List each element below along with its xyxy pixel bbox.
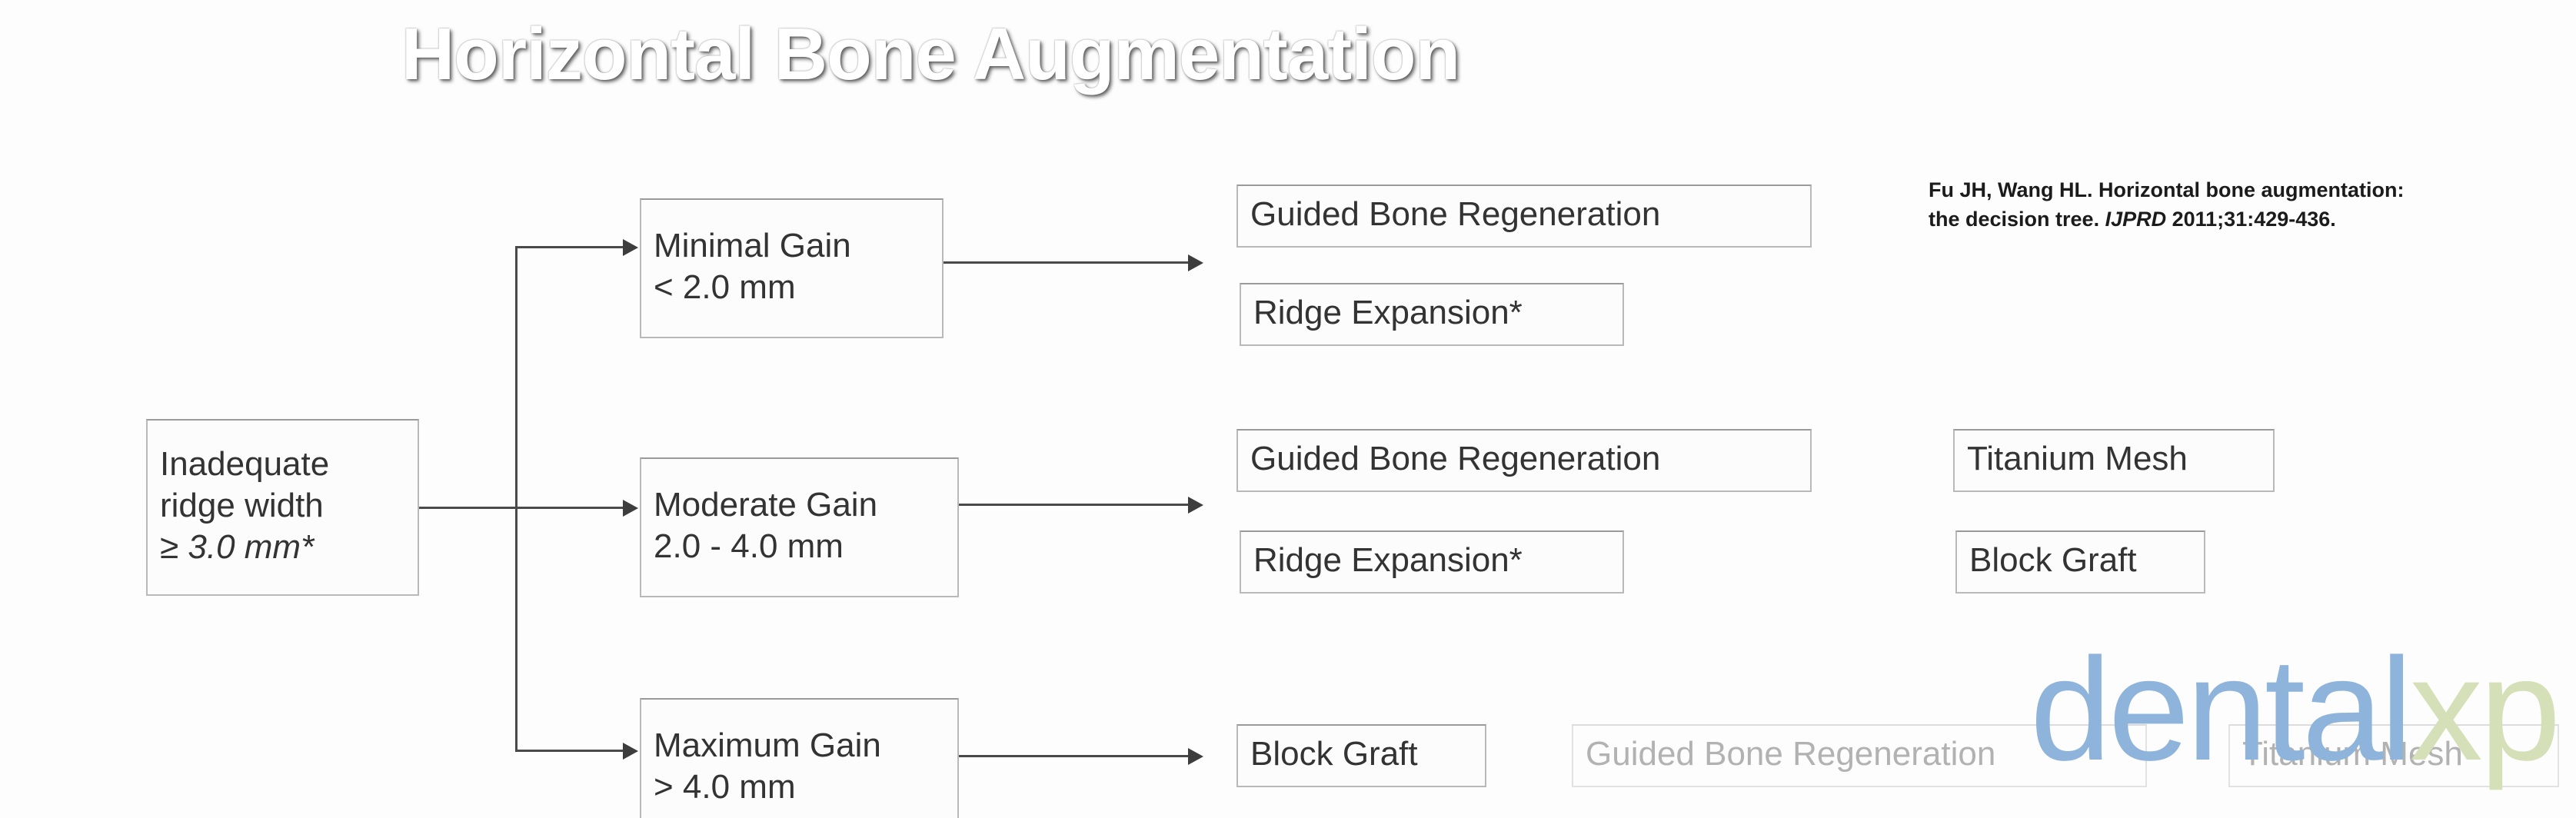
- connector-trunk-to-minimal: [515, 246, 624, 248]
- connector-trunk-vertical: [515, 246, 518, 752]
- citation-journal: IJPRD: [2105, 208, 2167, 231]
- treatment-label: Ridge Expansion*: [1253, 541, 1523, 580]
- node-branch-maximum-gain[interactable]: Maximum Gain > 4.0 mm: [640, 698, 959, 818]
- treatment-minimal-ridge-expansion[interactable]: Ridge Expansion*: [1240, 283, 1624, 346]
- treatment-label: Guided Bone Regeneration: [1250, 195, 1661, 234]
- connector-trunk-to-maximum: [515, 750, 624, 752]
- treatment-label: Titanium Mesh: [2242, 735, 2463, 773]
- treatment-label: Block Graft: [1250, 735, 1418, 773]
- node-moderate-line-1: Moderate Gain: [654, 486, 878, 524]
- citation-line-2-pre: the decision tree.: [1929, 208, 2105, 231]
- node-root-inadequate-ridge-width[interactable]: Inadequate ridge width ≥ 3.0 mm*: [146, 419, 419, 596]
- connector-minimal-to-treatments: [944, 261, 1190, 264]
- node-minimal-line-1: Minimal Gain: [654, 227, 851, 265]
- connector-trunk-to-moderate: [515, 507, 624, 509]
- page-title: Horizontal Bone Augmentation: [401, 13, 1460, 95]
- connector-moderate-to-treatments: [959, 504, 1190, 506]
- arrowhead-to-moderate: [623, 500, 638, 517]
- node-branch-minimal-gain[interactable]: Minimal Gain < 2.0 mm: [640, 198, 944, 338]
- node-root-line-2: ridge width: [160, 487, 324, 525]
- citation-line-1: Fu JH, Wang HL. Horizontal bone augmenta…: [1929, 178, 2405, 201]
- treatment-moderate-titanium-mesh[interactable]: Titanium Mesh: [1953, 429, 2275, 492]
- arrowhead-to-maximum: [623, 743, 638, 760]
- treatment-label: Block Graft: [1969, 541, 2137, 580]
- arrowhead-maximum-treatments: [1188, 748, 1203, 765]
- arrowhead-moderate-treatments: [1188, 497, 1203, 514]
- node-moderate-line-2: 2.0 - 4.0 mm: [654, 527, 844, 565]
- treatment-moderate-ridge-expansion[interactable]: Ridge Expansion*: [1240, 530, 1624, 594]
- treatment-minimal-guided-bone-regeneration[interactable]: Guided Bone Regeneration: [1236, 185, 1812, 248]
- node-maximum-line-2: > 4.0 mm: [654, 768, 796, 806]
- treatment-moderate-guided-bone-regeneration[interactable]: Guided Bone Regeneration: [1236, 429, 1812, 492]
- treatment-maximum-guided-bone-regeneration[interactable]: Guided Bone Regeneration: [1572, 724, 2147, 787]
- citation-line-2: the decision tree. IJPRD 2011;31:429-436…: [1929, 204, 2567, 234]
- node-branch-moderate-gain[interactable]: Moderate Gain 2.0 - 4.0 mm: [640, 457, 959, 597]
- treatment-label: Titanium Mesh: [1967, 440, 2188, 478]
- arrowhead-minimal-treatments: [1188, 254, 1203, 271]
- node-root-line-3: ≥ 3.0 mm*: [160, 527, 315, 566]
- treatment-maximum-titanium-mesh[interactable]: Titanium Mesh: [2228, 724, 2559, 787]
- treatment-label: Guided Bone Regeneration: [1586, 735, 1996, 773]
- treatment-label: Ridge Expansion*: [1253, 294, 1523, 332]
- connector-maximum-to-treatments: [959, 755, 1190, 757]
- arrowhead-to-minimal: [623, 239, 638, 256]
- node-minimal-line-2: < 2.0 mm: [654, 268, 796, 306]
- connector-root-to-trunk: [419, 507, 518, 509]
- node-root-line-1: Inadequate: [160, 445, 330, 484]
- citation-line-2-post: 2011;31:429-436.: [2166, 208, 2336, 231]
- treatment-label: Guided Bone Regeneration: [1250, 440, 1661, 478]
- citation-reference: Fu JH, Wang HL. Horizontal bone augmenta…: [1929, 175, 2567, 234]
- treatment-moderate-block-graft[interactable]: Block Graft: [1955, 530, 2205, 594]
- treatment-maximum-block-graft[interactable]: Block Graft: [1236, 724, 1486, 787]
- node-maximum-line-1: Maximum Gain: [654, 727, 881, 765]
